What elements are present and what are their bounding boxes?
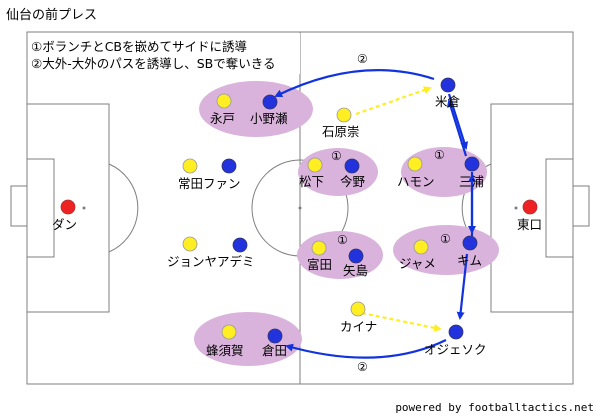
marker-one-tomita: ① <box>337 233 348 247</box>
player-matsushita-dot <box>307 157 323 173</box>
player-dan-dot <box>60 199 76 215</box>
red-players <box>60 199 538 215</box>
arrow-kim-to-ojesoku <box>456 253 469 320</box>
player-tsuneda-dot <box>182 158 198 174</box>
player-tomita-dot <box>311 240 327 256</box>
label-konno: 今野 <box>340 174 366 189</box>
left-goal-area <box>26 158 55 258</box>
right-goal <box>572 185 590 227</box>
player-miura-dot <box>464 156 480 172</box>
left-penalty-arc <box>108 163 139 253</box>
pressing-zones <box>194 81 499 366</box>
player-konno-dot <box>344 158 360 174</box>
credit-text: powered by footballtactics.net <box>395 401 594 414</box>
right-goal-area <box>545 158 574 258</box>
zone-hamon-miura <box>401 147 487 197</box>
label-matsushita: 松下 <box>299 174 324 189</box>
player-hamon-dot <box>407 156 423 172</box>
player-jame-dot <box>413 239 429 255</box>
arrow-miura-to-yonekura <box>446 99 468 157</box>
zone-hachisuka-kurata <box>194 312 302 366</box>
label-hamon: ハモン <box>397 174 435 189</box>
label-miura: 三浦 <box>459 174 484 189</box>
yellow-arrows <box>355 86 442 332</box>
label-onose: 小野瀬 <box>250 111 288 126</box>
arrow-yonekura-to-onose <box>274 69 435 97</box>
player-nagato-dot <box>216 93 232 109</box>
label-yajima: 矢島 <box>343 263 368 278</box>
marker-one-matsushita: ① <box>331 149 342 163</box>
zone-nagato-onose <box>199 81 313 137</box>
label-dan: ダン <box>52 217 77 232</box>
diagram-title: 仙台の前プレス <box>6 8 98 23</box>
player-yonekura-dot <box>440 77 456 93</box>
player-kim-dot <box>462 235 478 251</box>
label-kurata: 倉田 <box>262 343 287 358</box>
label-yonekura: 米倉 <box>435 94 461 109</box>
player-ishihara-dot <box>336 107 352 123</box>
player-ojesoku-dot <box>448 324 464 340</box>
notes-box <box>28 33 300 74</box>
label-kim: キム <box>457 253 482 268</box>
label-jame: ジャメ <box>399 256 436 271</box>
marker-one-hamon: ① <box>434 148 445 162</box>
player-kaina-dot <box>350 301 366 317</box>
player-hachisuka-dot <box>221 324 237 340</box>
player-labels: 永戸 小野瀬 米倉 石原崇 常田ファン 松下 今野 ハモン 三浦 ダン 東口 ジ… <box>52 94 542 358</box>
marker-two-bottom: ② <box>357 360 368 374</box>
arrow-ojesoku-to-kurata <box>285 339 447 359</box>
player-john-opp-dot <box>232 237 248 253</box>
note-2: ②大外-大外のパスを誘導し、SBで奪いきる <box>31 56 275 71</box>
player-kurata-dot <box>267 328 283 344</box>
label-ishihara: 石原崇 <box>322 124 360 139</box>
label-kaina: カイナ <box>340 319 377 334</box>
label-hachisuka: 蜂須賀 <box>206 343 244 358</box>
player-higashiguchi-dot <box>522 199 538 215</box>
label-tsuneda: 常田ファン <box>178 176 241 191</box>
label-ojesoku: オジェソク <box>424 342 487 357</box>
arrow-ishihara-to-yonekura <box>355 86 432 116</box>
left-penalty-spot <box>82 206 86 210</box>
player-yajima-dot <box>348 248 364 264</box>
blue-arrows <box>274 69 476 359</box>
label-nagato: 永戸 <box>210 111 235 126</box>
right-penalty-spot <box>514 206 518 210</box>
label-tomita: 富田 <box>307 257 332 272</box>
yellow-players <box>182 93 429 340</box>
label-higashiguchi: 東口 <box>517 217 542 232</box>
note-1: ①ボランチとCBを嵌めてサイドに誘導 <box>31 39 247 54</box>
marker-two-top: ② <box>357 52 368 66</box>
player-onose-dot <box>262 94 278 110</box>
blue-players <box>221 77 480 344</box>
player-john-dot <box>182 236 198 252</box>
left-goal <box>10 185 28 227</box>
arrow-kaina-to-ojesoku <box>361 311 442 332</box>
marker-one-jame: ① <box>440 232 451 246</box>
center-spot <box>298 206 302 210</box>
label-john: ジョンヤアデミ <box>167 254 255 269</box>
player-tsuneda-opp-dot <box>221 158 237 174</box>
